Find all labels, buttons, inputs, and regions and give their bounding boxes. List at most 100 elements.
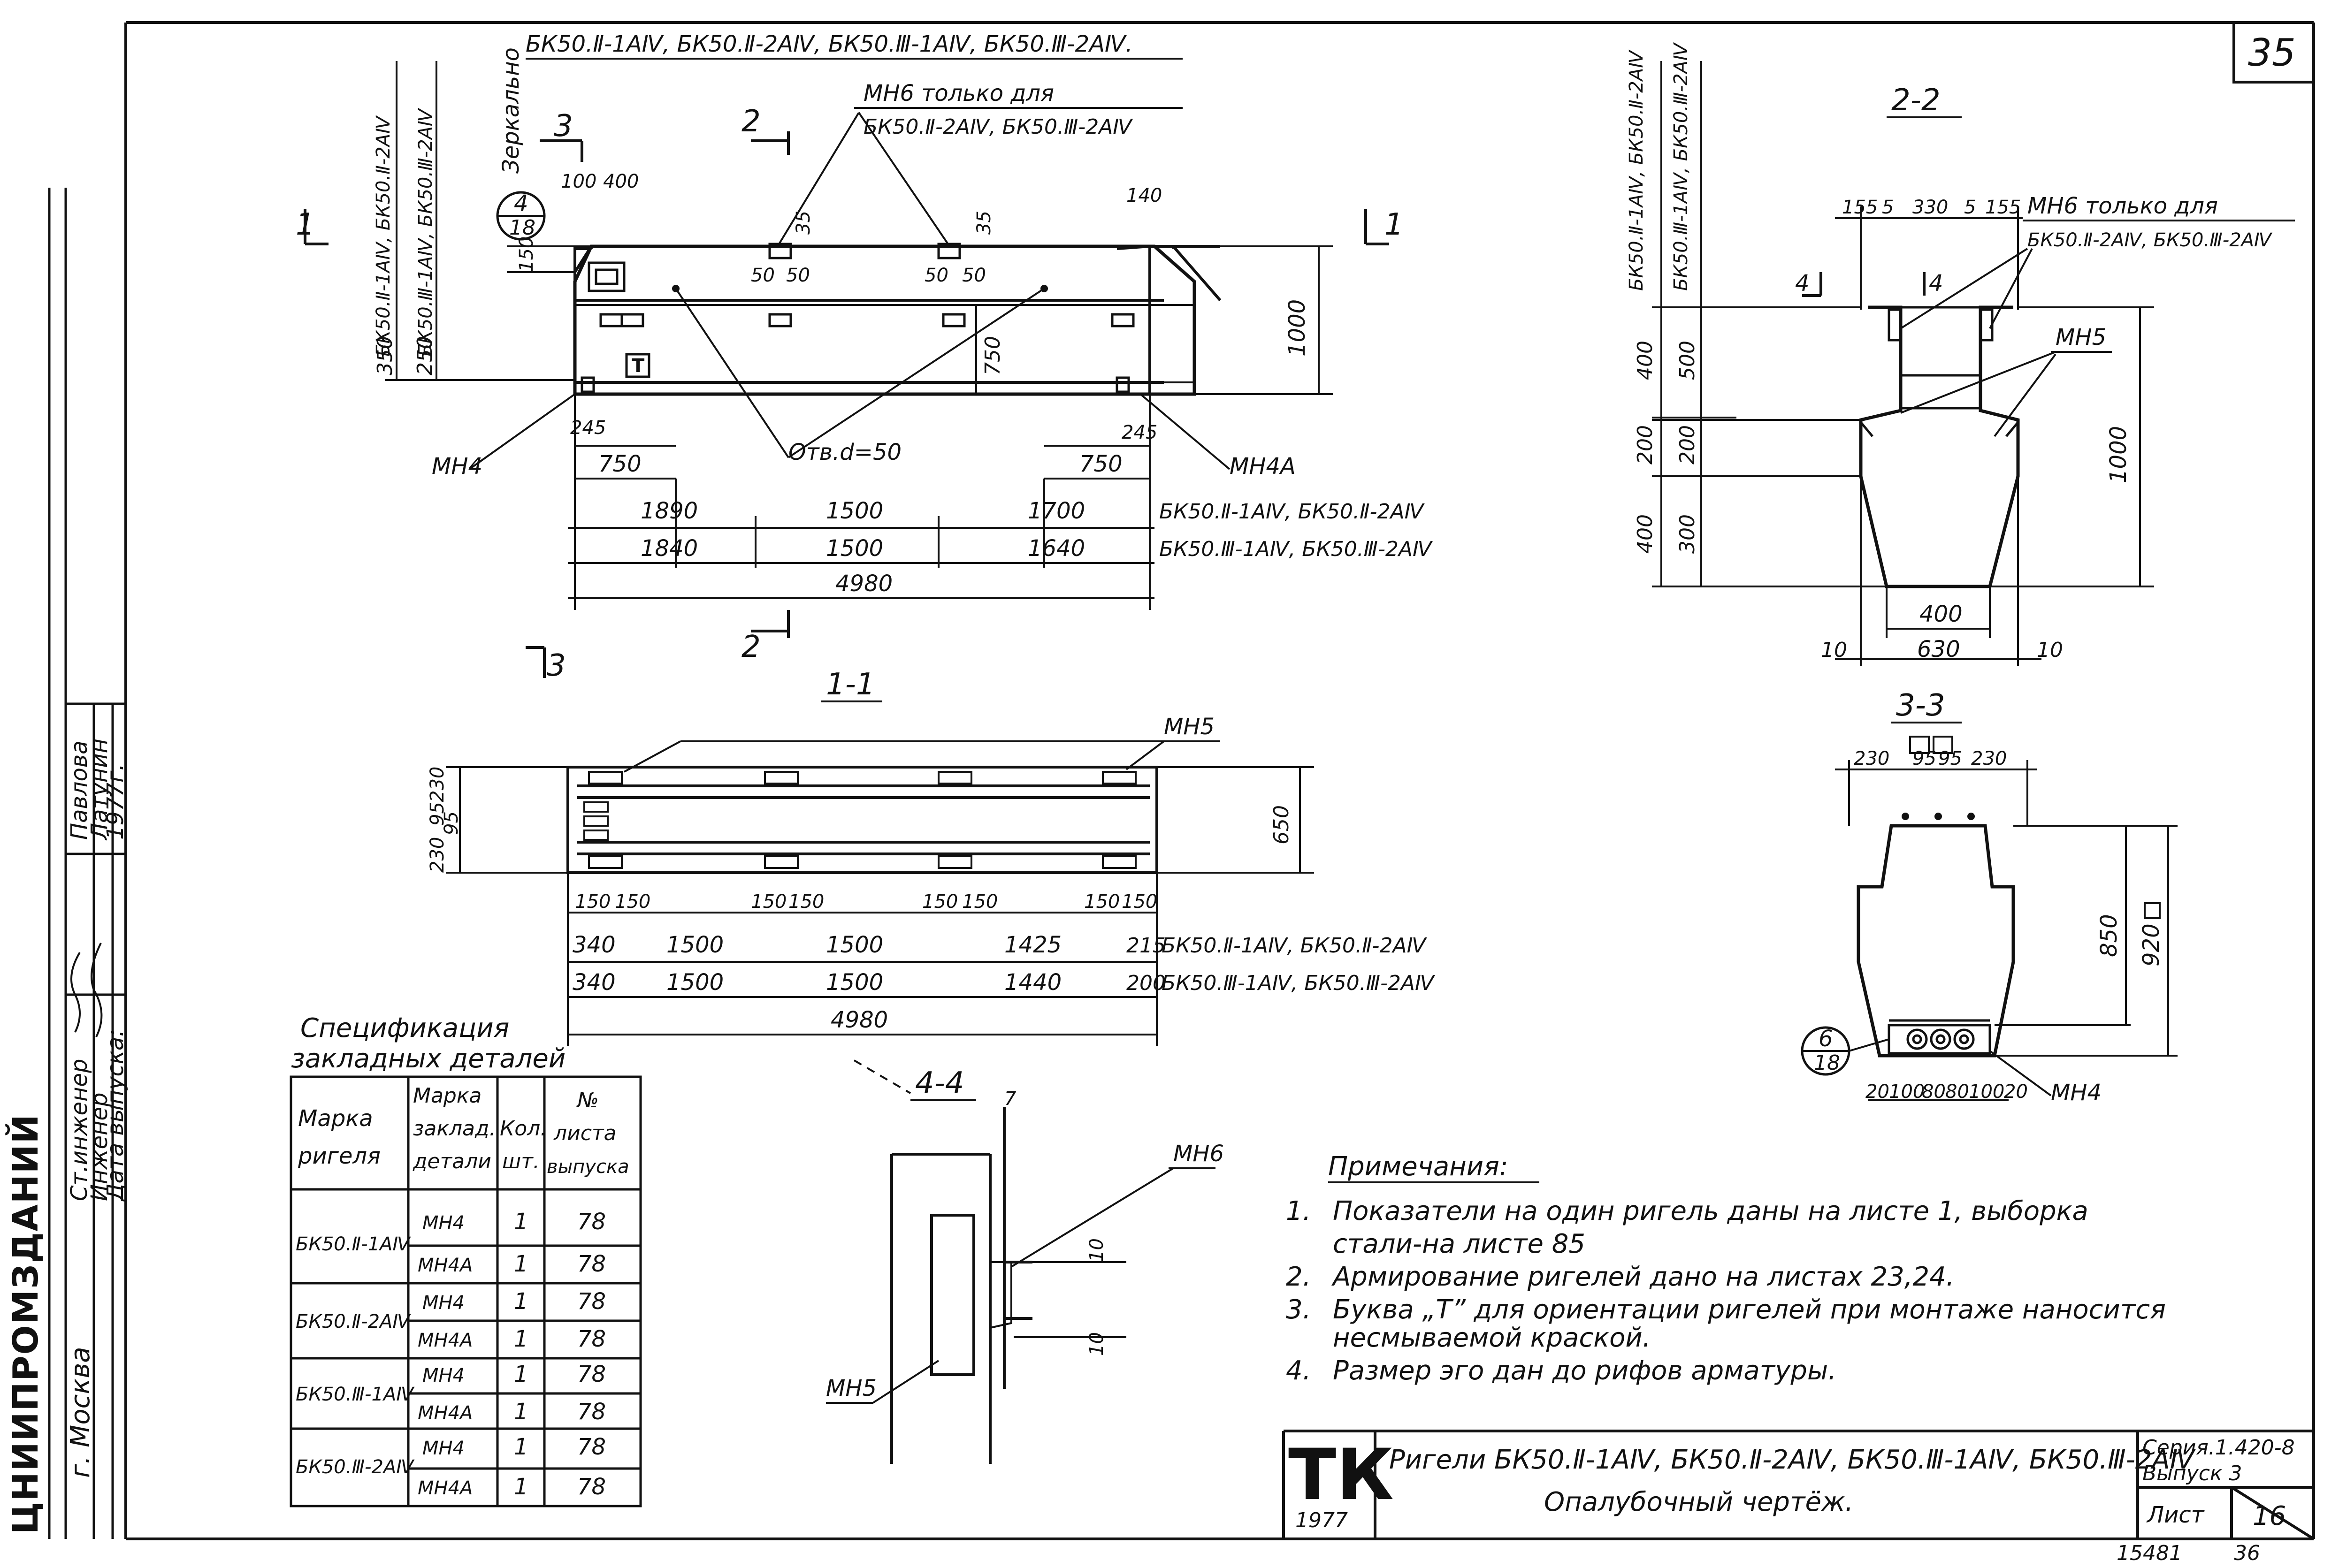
- spec-header-c2b: заклад.: [413, 1117, 496, 1141]
- note1-line1: Показатели на один ригель даны на листе …: [1333, 1196, 2088, 1226]
- section44-mn5-label: МН5: [826, 1375, 877, 1401]
- elevation-row2-marks: БК50.Ⅲ-1АⅣ, БК50.Ⅲ-2АⅣ: [1159, 537, 1433, 561]
- section-4-4: 4-4 МН6 МН5 7 10 10: [826, 1059, 1224, 1464]
- plan-dim-150-5: 150: [922, 891, 958, 913]
- dim-50-c: 50: [925, 265, 948, 286]
- side-stamp-date: 1977г.: [102, 763, 129, 840]
- elevation-row1-marks: БК50.Ⅱ-1АⅣ, БК50.Ⅱ-2АⅣ: [1159, 500, 1425, 524]
- spec-row4-s2: 78: [577, 1474, 606, 1500]
- spec-row1-s1: 78: [577, 1209, 606, 1235]
- plan-dim-95-b: 95: [441, 811, 462, 835]
- spec-header-c3a: Кол.: [500, 1117, 547, 1141]
- note3-line1: Буква „Т” для ориентации ригелей при мон…: [1333, 1294, 2166, 1325]
- spec-title-1: Спецификация: [300, 1013, 509, 1043]
- section22-top-330: 330: [1912, 197, 1948, 218]
- section33-top-230-b: 230: [1971, 748, 2007, 769]
- callout-18: 18: [509, 216, 535, 240]
- side-stamp-org: ЦНИИПРОМЗДАНИЙ: [5, 1113, 46, 1534]
- dim-35-a: 35: [793, 211, 814, 235]
- plan-dim-230-bottom: 230: [427, 837, 448, 873]
- section-mark-1-right: 1: [1384, 207, 1404, 242]
- section-mark-2-bottom: 2: [741, 630, 761, 664]
- plan-row1-marks: БК50.Ⅱ-1АⅣ, БК50.Ⅱ-2АⅣ: [1162, 934, 1428, 958]
- spec-header-c3b: шт.: [502, 1149, 540, 1173]
- signature-1: [70, 951, 81, 1033]
- elevation-vert-marks-b: БК50.Ⅲ-1АⅣ, БК50.Ⅲ-2АⅣ: [415, 107, 436, 357]
- spec-header-c2c: детали: [413, 1149, 491, 1173]
- dim-50-b: 50: [786, 265, 810, 286]
- section22-dim-1000: 1000: [2105, 426, 2132, 483]
- section22-dim-10-right: 10: [2037, 638, 2063, 662]
- spec-row1-mark: БК50.Ⅱ-1АⅣ: [296, 1233, 411, 1255]
- note2-number: 2.: [1286, 1262, 1311, 1292]
- section44-mn6-label: МН6: [1173, 1141, 1224, 1167]
- dim-50-d: 50: [962, 265, 986, 286]
- elevation-mn4-label: МН4: [432, 453, 482, 480]
- title-block-sheet-no: 16: [2253, 1501, 2286, 1531]
- section-mark-1-left: 1: [296, 207, 315, 242]
- side-stamp-role2: Инженер: [86, 1093, 113, 1201]
- spec-row2-s2: 78: [577, 1326, 606, 1352]
- spec-row1-q1: 1: [514, 1209, 528, 1235]
- section22-outline: [1859, 305, 2020, 588]
- title-block-year: 1977: [1295, 1508, 1348, 1532]
- plan-row2-c: 1500: [826, 969, 883, 996]
- elevation-row2-b: 1500: [826, 535, 883, 562]
- side-stamp-role1: Ст.инженер: [66, 1059, 92, 1201]
- elevation-row1-b: 1500: [826, 498, 883, 524]
- title-block-sheet-label: Лист: [2146, 1502, 2205, 1528]
- elevation-vert-marks-a: БК50.Ⅱ-1АⅣ, БК50.Ⅱ-2АⅣ: [373, 115, 394, 357]
- plan-row2-b: 1500: [666, 969, 724, 996]
- spec-title-2: закладных деталей: [291, 1043, 566, 1074]
- spec-row3-mark: БК50.Ⅲ-1АⅣ: [296, 1384, 415, 1405]
- plan-row1-e: 215: [1126, 934, 1166, 958]
- callout-6: 6: [1819, 1026, 1833, 1052]
- side-stamp-city: г. Москва: [65, 1347, 96, 1478]
- section33-title: 3-3: [1896, 688, 1945, 723]
- footer-left-number: 15481: [2117, 1541, 2182, 1565]
- section22-left-b-0: 500: [1675, 341, 1699, 380]
- dim-140: 140: [1126, 185, 1162, 206]
- hole-label: Отв.d=50: [788, 439, 902, 465]
- note3-number: 3.: [1286, 1294, 1311, 1325]
- section33-top-95-b: 95: [1938, 748, 1962, 769]
- plan-dim-95-a: 95: [427, 802, 448, 826]
- spec-header-c1b: ригеля: [298, 1143, 381, 1169]
- section22-mn5-label: МН5: [2056, 324, 2106, 350]
- spec-row4-s1: 78: [577, 1434, 606, 1460]
- spec-header-c4c: выпуска: [547, 1156, 629, 1178]
- plan-dim-230-top: 230: [427, 767, 448, 802]
- spec-row3-q1: 1: [514, 1361, 528, 1387]
- elevation-view: БК50.Ⅱ-1АⅣ, БК50.Ⅱ-2АⅣ, БК50.Ⅲ-1АⅣ, БК50…: [296, 31, 1433, 683]
- section33-bottom-100-a: 100: [1889, 1081, 1925, 1103]
- elevation-row1-c: 1700: [1028, 498, 1085, 524]
- plan-dim-650: 650: [1269, 805, 1293, 845]
- elevation-total: 4980: [835, 571, 893, 597]
- section22-left-a-1: 200: [1633, 425, 1657, 464]
- mirror-note: Зеркально: [498, 47, 524, 174]
- dim-400: 400: [603, 171, 639, 192]
- elevation-title: БК50.Ⅱ-1АⅣ, БК50.Ⅱ-2АⅣ, БК50.Ⅲ-1АⅣ, БК50…: [526, 31, 1133, 57]
- sheet-number-box: 35: [2232, 23, 2314, 84]
- orientation-letter-box: Т: [625, 353, 650, 378]
- section44-dim-7: 7: [1004, 1088, 1017, 1110]
- section22-dim-400: 400: [1919, 601, 1963, 627]
- section-2-2: 2-2 БК50.Ⅱ-1АⅣ, БК50.Ⅱ-2АⅣ БК50.Ⅲ-1АⅣ, Б…: [1626, 42, 2295, 666]
- dim-150: 150: [516, 236, 537, 272]
- plan-row2-marks: БК50.Ⅲ-1АⅣ, БК50.Ⅲ-2АⅣ: [1162, 971, 1436, 995]
- dim-250: 250: [413, 336, 437, 375]
- dim-750-left: 750: [598, 451, 642, 477]
- spec-row1-d2: МН4А: [418, 1255, 473, 1276]
- spec-row1-d1: МН4: [422, 1212, 465, 1234]
- section33-bottom-80-a: 80: [1922, 1081, 1946, 1103]
- section22-dim-10-left: 10: [1821, 638, 1847, 662]
- spec-row4-q1: 1: [514, 1434, 528, 1460]
- section22-dim-630: 630: [1917, 636, 1960, 662]
- footer-right-number: 36: [2234, 1541, 2260, 1565]
- plan-title: 1-1: [826, 667, 875, 702]
- section-mark-3-top: 3: [554, 109, 573, 144]
- section33-bottom-20-b: 20: [2004, 1081, 2028, 1103]
- section22-mark-4-right: 4: [1929, 270, 1943, 297]
- section22-left-a-2: 400: [1633, 514, 1657, 554]
- section-mark-2-top: 2: [741, 104, 761, 139]
